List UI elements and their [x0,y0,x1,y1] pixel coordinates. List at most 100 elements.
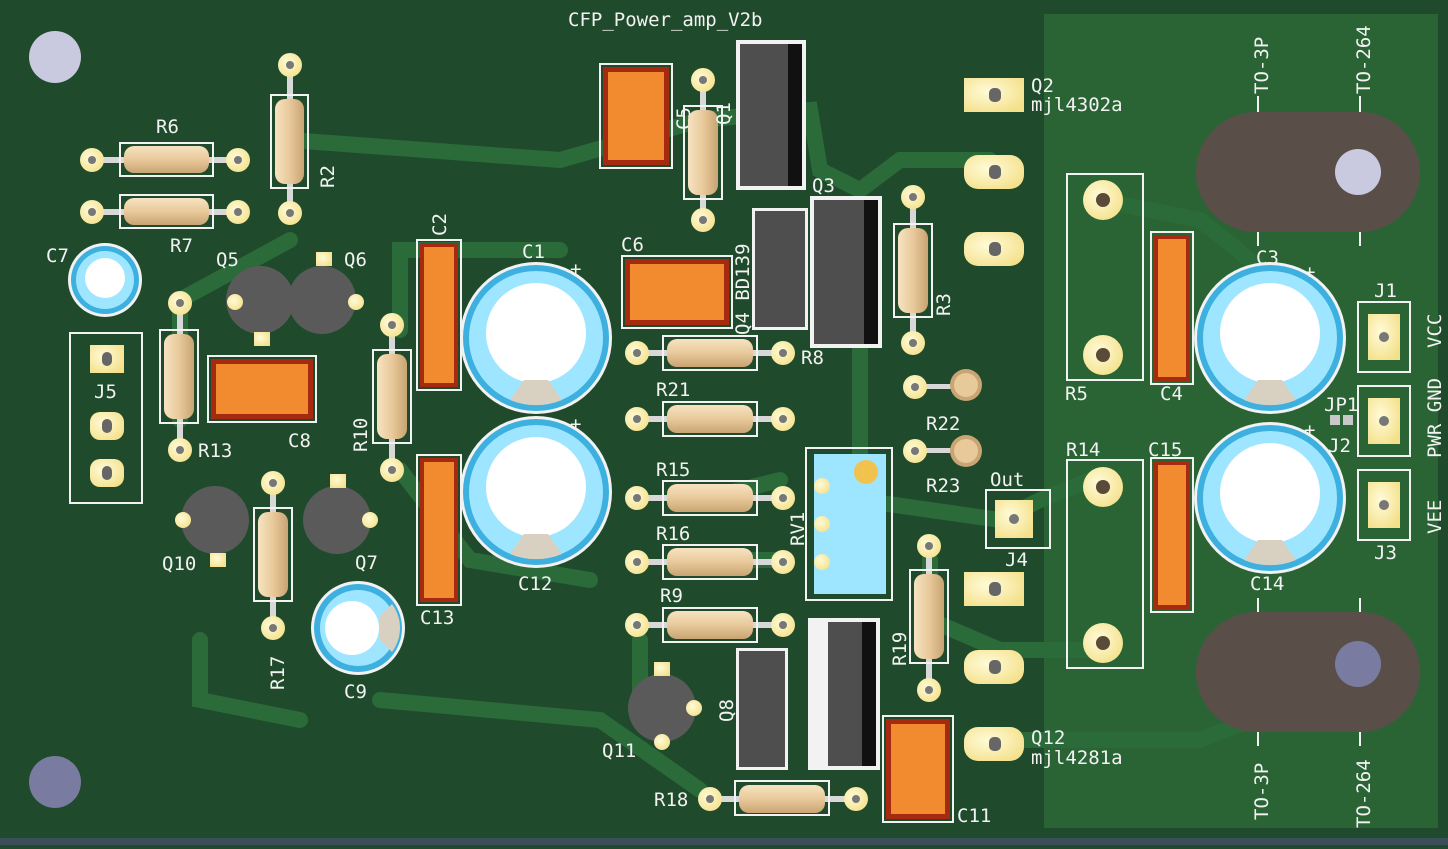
label-r22: R22 [926,413,960,435]
board-bottom-edge [0,838,1448,845]
label-q12-part: mjl4281a [1031,747,1123,769]
label-q2-part: mjl4302a [1031,94,1123,116]
label-c13: C13 [420,607,454,629]
capacitor-c5 [599,63,673,169]
label-vee: VEE [1424,500,1446,534]
transistor-q5 [226,266,294,346]
mounting-hole-bottom [29,756,81,808]
mounting-hole-top [29,31,81,83]
capacitor-c1 [460,262,612,414]
label-j5: J5 [94,381,117,403]
transistor-q2-pads [964,78,1024,266]
label-c15: C15 [1148,439,1182,461]
transistor-q11 [628,662,702,750]
label-c3-plus: + [1304,261,1315,283]
label-r14: R14 [1066,439,1100,461]
label-c3: C3 [1256,247,1279,269]
capacitor-c13 [416,454,462,606]
label-q10: Q10 [162,553,196,575]
label-q11: Q11 [602,740,636,762]
connector-j4-out[interactable] [985,489,1051,549]
label-c14: C14 [1250,573,1284,595]
label-c7: C7 [46,245,69,267]
transistor-q7 [303,474,378,554]
label-r23: R23 [926,475,960,497]
resistor-r3 [893,185,933,355]
label-r18: R18 [654,789,688,811]
jumper-jp1[interactable] [1330,415,1353,425]
label-jp1: JP1 [1324,394,1358,416]
label-r3: R3 [933,293,955,316]
label-c11: C11 [957,805,991,827]
resistor-r2 [270,53,309,225]
label-to264-bottom: TO-264 [1353,759,1375,828]
resistor-r16 [625,544,795,580]
resistor-r14 [1066,459,1144,669]
label-r10: R10 [350,418,372,452]
resistor-r6 [80,142,250,177]
label-q12: Q12 [1031,727,1065,749]
label-q7: Q7 [355,552,378,574]
label-j1: J1 [1374,280,1397,302]
capacitor-c8 [207,355,317,423]
capacitor-c14 [1194,422,1346,574]
label-to3p-top: TO-3P [1251,37,1273,94]
connector-j5[interactable] [69,332,143,504]
capacitor-c11 [882,715,954,823]
transistor-q6 [288,252,364,334]
power-transistor-footprint-top [1196,96,1420,246]
resistor-r10 [372,313,412,482]
label-pwr-gnd: PWR GND [1424,378,1446,458]
capacitor-c15 [1150,457,1194,613]
label-c12: C12 [518,573,552,595]
label-c2: C2 [429,213,451,236]
connector-j2-pwr-gnd[interactable] [1357,385,1411,457]
label-q4: Q4 BD139 [732,243,754,335]
label-r19: R19 [889,632,911,666]
label-r5: R5 [1065,383,1088,405]
capacitor-c6 [621,255,733,329]
label-q5: Q5 [216,249,239,271]
resistor-r17 [253,471,293,640]
resistor-r5 [1066,173,1144,381]
resistor-r19 [909,534,949,702]
label-q2: Q2 [1031,75,1054,97]
resistor-r18 [698,780,868,816]
resistor-r21 [625,401,795,437]
resistor-r8 [625,335,795,371]
label-q1: Q1 [713,102,735,125]
label-j4: J4 [1005,549,1028,571]
label-c12-plus: + [570,413,581,435]
resistor-r4 [683,68,723,232]
capacitor-c7 [68,243,142,317]
capacitor-c4 [1150,231,1194,385]
resistor-r13 [159,291,199,462]
label-r13: R13 [198,440,232,462]
resistor-r15 [625,480,795,516]
trimmer-rv1[interactable] [805,447,893,601]
label-r21: R21 [656,379,690,401]
board-title: CFP_Power_amp_V2b [568,9,762,31]
transistor-q8-power [808,618,880,770]
label-c14-plus: + [1304,419,1315,441]
resistor-r22 [903,369,982,401]
label-to264-top: TO-264 [1353,25,1375,94]
connector-j3-vee[interactable] [1357,469,1411,541]
label-r8: R8 [801,347,824,369]
label-r15: R15 [656,459,690,481]
label-to3p-bottom: TO-3P [1251,763,1273,820]
transistor-q8 [736,648,788,770]
resistor-r7 [80,194,250,229]
connector-j1-vcc[interactable] [1357,301,1411,373]
resistor-r23 [903,435,982,467]
label-r7: R7 [170,235,193,257]
label-q3: Q3 [812,175,835,197]
label-c1-plus: + [570,258,581,280]
transistor-q3 [810,196,882,348]
label-r6: R6 [156,116,179,138]
capacitor-c2 [416,239,462,391]
label-j2: J2 [1328,435,1351,457]
transistor-q12-pads [964,572,1024,761]
